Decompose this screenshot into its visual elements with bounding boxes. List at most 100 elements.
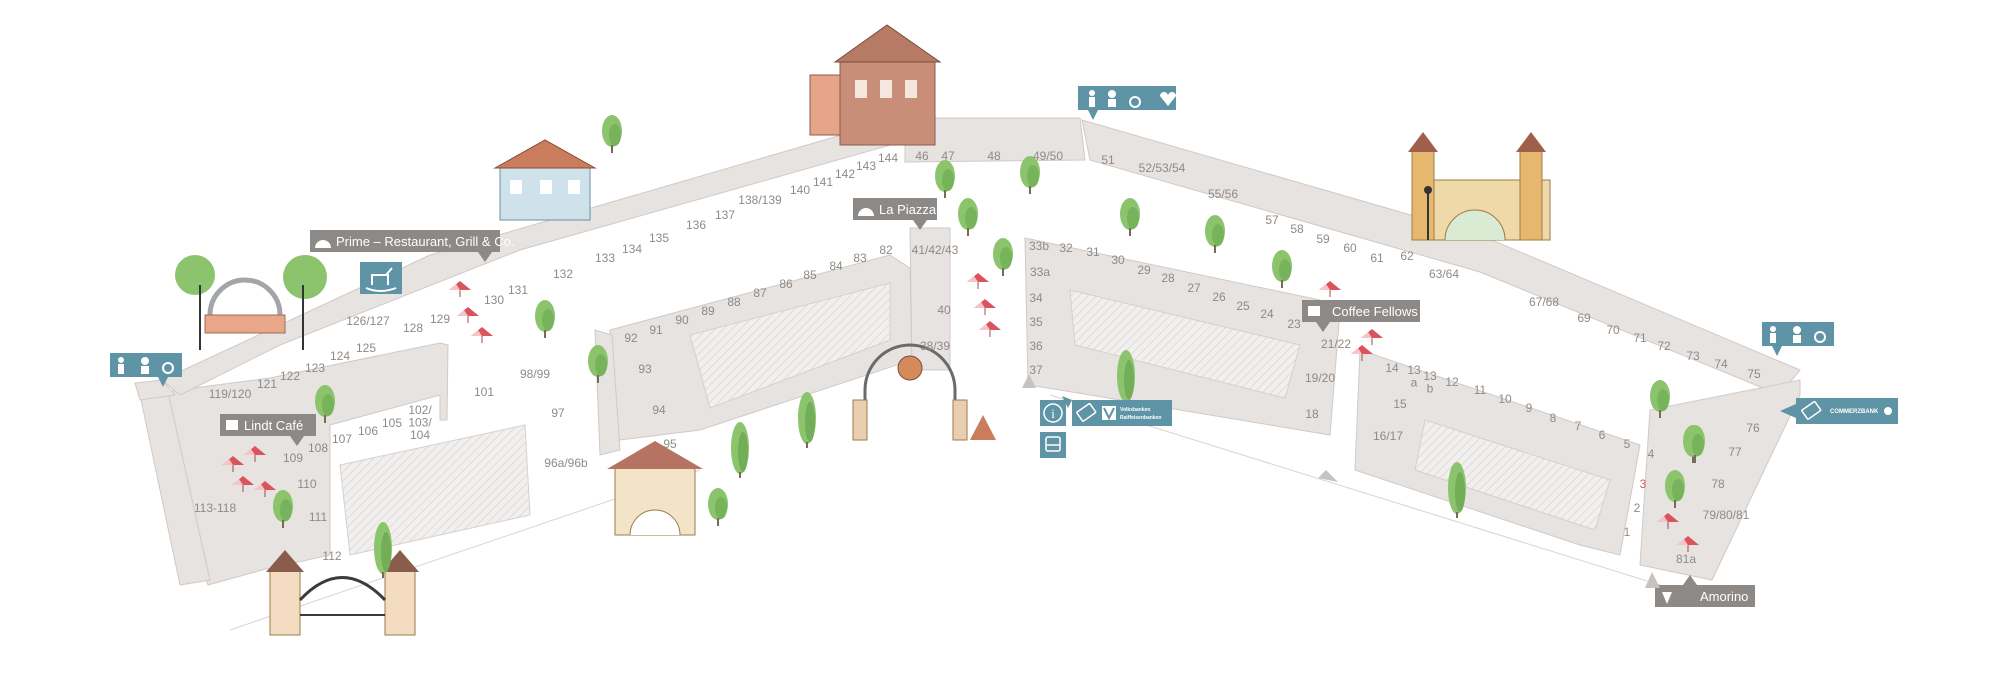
unit-label[interactable]: 75 — [1747, 367, 1761, 381]
unit-label[interactable]: 112 — [322, 549, 341, 563]
unit-label[interactable]: 95 — [663, 437, 677, 451]
unit-label[interactable]: 135 — [649, 231, 669, 245]
service-tag-west[interactable] — [110, 353, 182, 387]
unit-label[interactable]: 19/20 — [1305, 371, 1335, 385]
tag-amorino[interactable]: Amorino — [1655, 575, 1755, 607]
unit-label[interactable]: 109 — [283, 451, 303, 465]
unit-label[interactable]: 101 — [474, 385, 494, 399]
unit-label[interactable]: 84 — [829, 259, 843, 273]
unit-label[interactable]: 73 — [1686, 349, 1700, 363]
unit-label[interactable]: 16/17 — [1373, 429, 1403, 443]
unit-label[interactable]: 92 — [624, 331, 638, 345]
unit-label[interactable]: 79/80/81 — [1703, 508, 1750, 522]
tag-prime-restaurant[interactable]: Prime – Restaurant, Grill & Co. — [310, 230, 514, 262]
unit-label[interactable]: 4 — [1648, 447, 1655, 461]
unit-label[interactable]: 30 — [1111, 253, 1125, 267]
unit-label[interactable]: 60 — [1343, 241, 1357, 255]
unit-label[interactable]: 129 — [430, 312, 450, 326]
unit-label[interactable]: 33b — [1029, 239, 1049, 253]
unit-label[interactable]: 6 — [1599, 428, 1606, 442]
unit-label[interactable]: 102/103/104 — [408, 403, 432, 442]
info-point[interactable]: i — [1040, 400, 1066, 426]
unit-label[interactable]: 52/53/54 — [1139, 161, 1186, 175]
unit-label[interactable]: 141 — [813, 175, 833, 189]
unit-label[interactable]: 21/22 — [1321, 337, 1351, 351]
unit-label[interactable]: 25 — [1236, 299, 1250, 313]
unit-label[interactable]: 111 — [309, 510, 328, 524]
unit-label[interactable]: 47 — [941, 149, 955, 163]
unit-label[interactable]: 123 — [305, 361, 325, 375]
unit-label[interactable]: 125 — [356, 341, 376, 355]
unit-label[interactable]: 3 — [1640, 477, 1647, 491]
unit-label[interactable]: 87 — [753, 286, 767, 300]
unit-label[interactable]: 122 — [280, 369, 300, 383]
unit-label[interactable]: 51 — [1101, 153, 1115, 167]
unit-label[interactable]: 67/68 — [1529, 295, 1559, 309]
unit-label[interactable]: 78 — [1711, 477, 1725, 491]
unit-label[interactable]: 34 — [1029, 291, 1043, 305]
unit-label[interactable]: 7 — [1575, 419, 1582, 433]
unit-label[interactable]: 133 — [595, 251, 615, 265]
unit-label[interactable]: 26 — [1212, 290, 1226, 304]
unit-label[interactable]: 33a — [1030, 265, 1050, 279]
unit-label[interactable]: 72 — [1657, 339, 1671, 353]
unit-label[interactable]: 59 — [1316, 232, 1330, 246]
unit-label[interactable]: 126/127 — [346, 314, 390, 328]
unit-label[interactable]: 8 — [1550, 411, 1557, 425]
tag-coffee-fellows[interactable]: Coffee Fellows — [1302, 300, 1420, 332]
unit-label[interactable]: 61 — [1370, 251, 1384, 265]
unit-label[interactable]: 81a — [1676, 552, 1696, 566]
unit-label[interactable]: 94 — [652, 403, 666, 417]
unit-label[interactable]: 136 — [686, 218, 706, 232]
unit-label[interactable]: 93 — [638, 362, 652, 376]
unit-label[interactable]: 12 — [1445, 375, 1459, 389]
unit-label[interactable]: 18 — [1305, 407, 1319, 421]
unit-label[interactable]: 89 — [701, 304, 715, 318]
unit-label[interactable]: 124 — [330, 349, 350, 363]
unit-label[interactable]: 27 — [1187, 281, 1201, 295]
unit-label[interactable]: 96a/96b — [544, 456, 588, 470]
unit-label[interactable]: 31 — [1086, 245, 1100, 259]
unit-label[interactable]: 46 — [915, 149, 929, 163]
unit-label[interactable]: 77 — [1728, 445, 1742, 459]
unit-label[interactable]: 130 — [484, 293, 504, 307]
unit-label[interactable]: 138/139 — [738, 193, 782, 207]
commerzbank-atm[interactable]: COMMERZBANK — [1780, 398, 1898, 424]
unit-label[interactable]: 82 — [879, 243, 893, 257]
unit-label[interactable]: 143 — [856, 159, 876, 173]
unit-label[interactable]: 15 — [1393, 397, 1407, 411]
unit-label[interactable]: 85 — [803, 268, 817, 282]
unit-label[interactable]: 83 — [853, 251, 867, 265]
unit-label[interactable]: 37 — [1029, 363, 1043, 377]
unit-label[interactable]: 62 — [1400, 249, 1414, 263]
unit-label[interactable]: 24 — [1260, 307, 1274, 321]
unit-label[interactable]: 1 — [1624, 525, 1631, 539]
unit-label[interactable]: 119/120 — [209, 387, 252, 401]
unit-label[interactable]: 134 — [622, 242, 642, 256]
unit-label[interactable]: 23 — [1287, 317, 1301, 331]
unit-label[interactable]: 74 — [1714, 357, 1728, 371]
unit-label[interactable]: 106 — [358, 424, 378, 438]
unit-label[interactable]: 97 — [551, 406, 565, 420]
kids-play-area[interactable] — [360, 262, 402, 294]
unit-label[interactable]: 70 — [1606, 323, 1620, 337]
unit-label[interactable]: 35 — [1029, 315, 1043, 329]
unit-label[interactable]: 98/99 — [520, 367, 550, 381]
unit-label[interactable]: 113-118 — [194, 501, 237, 515]
unit-label[interactable]: 121 — [257, 377, 277, 391]
unit-label[interactable]: 88 — [727, 295, 741, 309]
unit-label[interactable]: 105 — [382, 416, 402, 430]
unit-label[interactable]: 108 — [308, 441, 328, 455]
unit-label[interactable]: 144 — [878, 151, 898, 165]
unit-label[interactable]: 128 — [403, 321, 423, 335]
tag-lindt-cafe[interactable]: Lindt Café — [220, 414, 316, 446]
unit-label[interactable]: 140 — [790, 183, 810, 197]
unit-label[interactable]: 48 — [987, 149, 1001, 163]
unit-label[interactable]: 110 — [297, 477, 316, 491]
unit-label[interactable]: 41/42/43 — [912, 243, 959, 257]
tag-la-piazza[interactable]: La Piazza — [853, 198, 937, 230]
unit-label[interactable]: 69 — [1577, 311, 1591, 325]
unit-label[interactable]: 91 — [649, 323, 663, 337]
